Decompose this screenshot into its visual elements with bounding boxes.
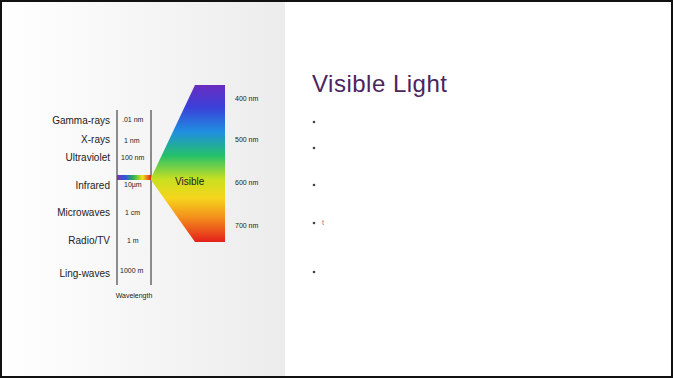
wavelength-value: 1000 m <box>120 267 143 275</box>
band-name: Radio/TV <box>68 235 110 246</box>
axis-line <box>117 110 118 285</box>
wavelength-value: 1 m <box>127 237 139 245</box>
wavelength-value: 1 cm <box>125 209 140 217</box>
axis-title: Wavelength <box>116 292 153 300</box>
wavelength-value: .01 nm <box>122 116 143 124</box>
band-name: Gamma-rays <box>52 115 110 126</box>
visible-wavelength: 500 nm <box>235 136 258 144</box>
visible-wavelength: 700 nm <box>235 222 258 230</box>
slide-title: Visible Light <box>312 70 447 98</box>
bullet-text: t <box>322 219 324 227</box>
rainbow-shape <box>151 85 225 242</box>
right-panel <box>285 0 673 378</box>
band-name: X-rays <box>81 134 110 145</box>
band-name: Infrared <box>76 180 110 191</box>
visible-wavelength: 400 nm <box>235 95 258 103</box>
visible-wavelength: 600 nm <box>235 179 258 187</box>
band-name: Ultraviolet <box>66 152 110 163</box>
visible-label: Visible <box>175 176 204 187</box>
left-panel <box>0 0 285 378</box>
visible-strip <box>117 175 151 180</box>
axis-line <box>151 110 152 285</box>
wavelength-value: 100 nm <box>121 154 144 162</box>
wavelength-value: 1 nm <box>124 137 140 145</box>
visible-spectrum <box>151 85 225 242</box>
wavelength-value: 10µm <box>124 181 142 189</box>
visible-fan: Visible <box>151 85 225 242</box>
band-name: Microwaves <box>57 207 110 218</box>
bullet-dots <box>313 121 316 274</box>
band-name: Ling-waves <box>59 268 110 279</box>
